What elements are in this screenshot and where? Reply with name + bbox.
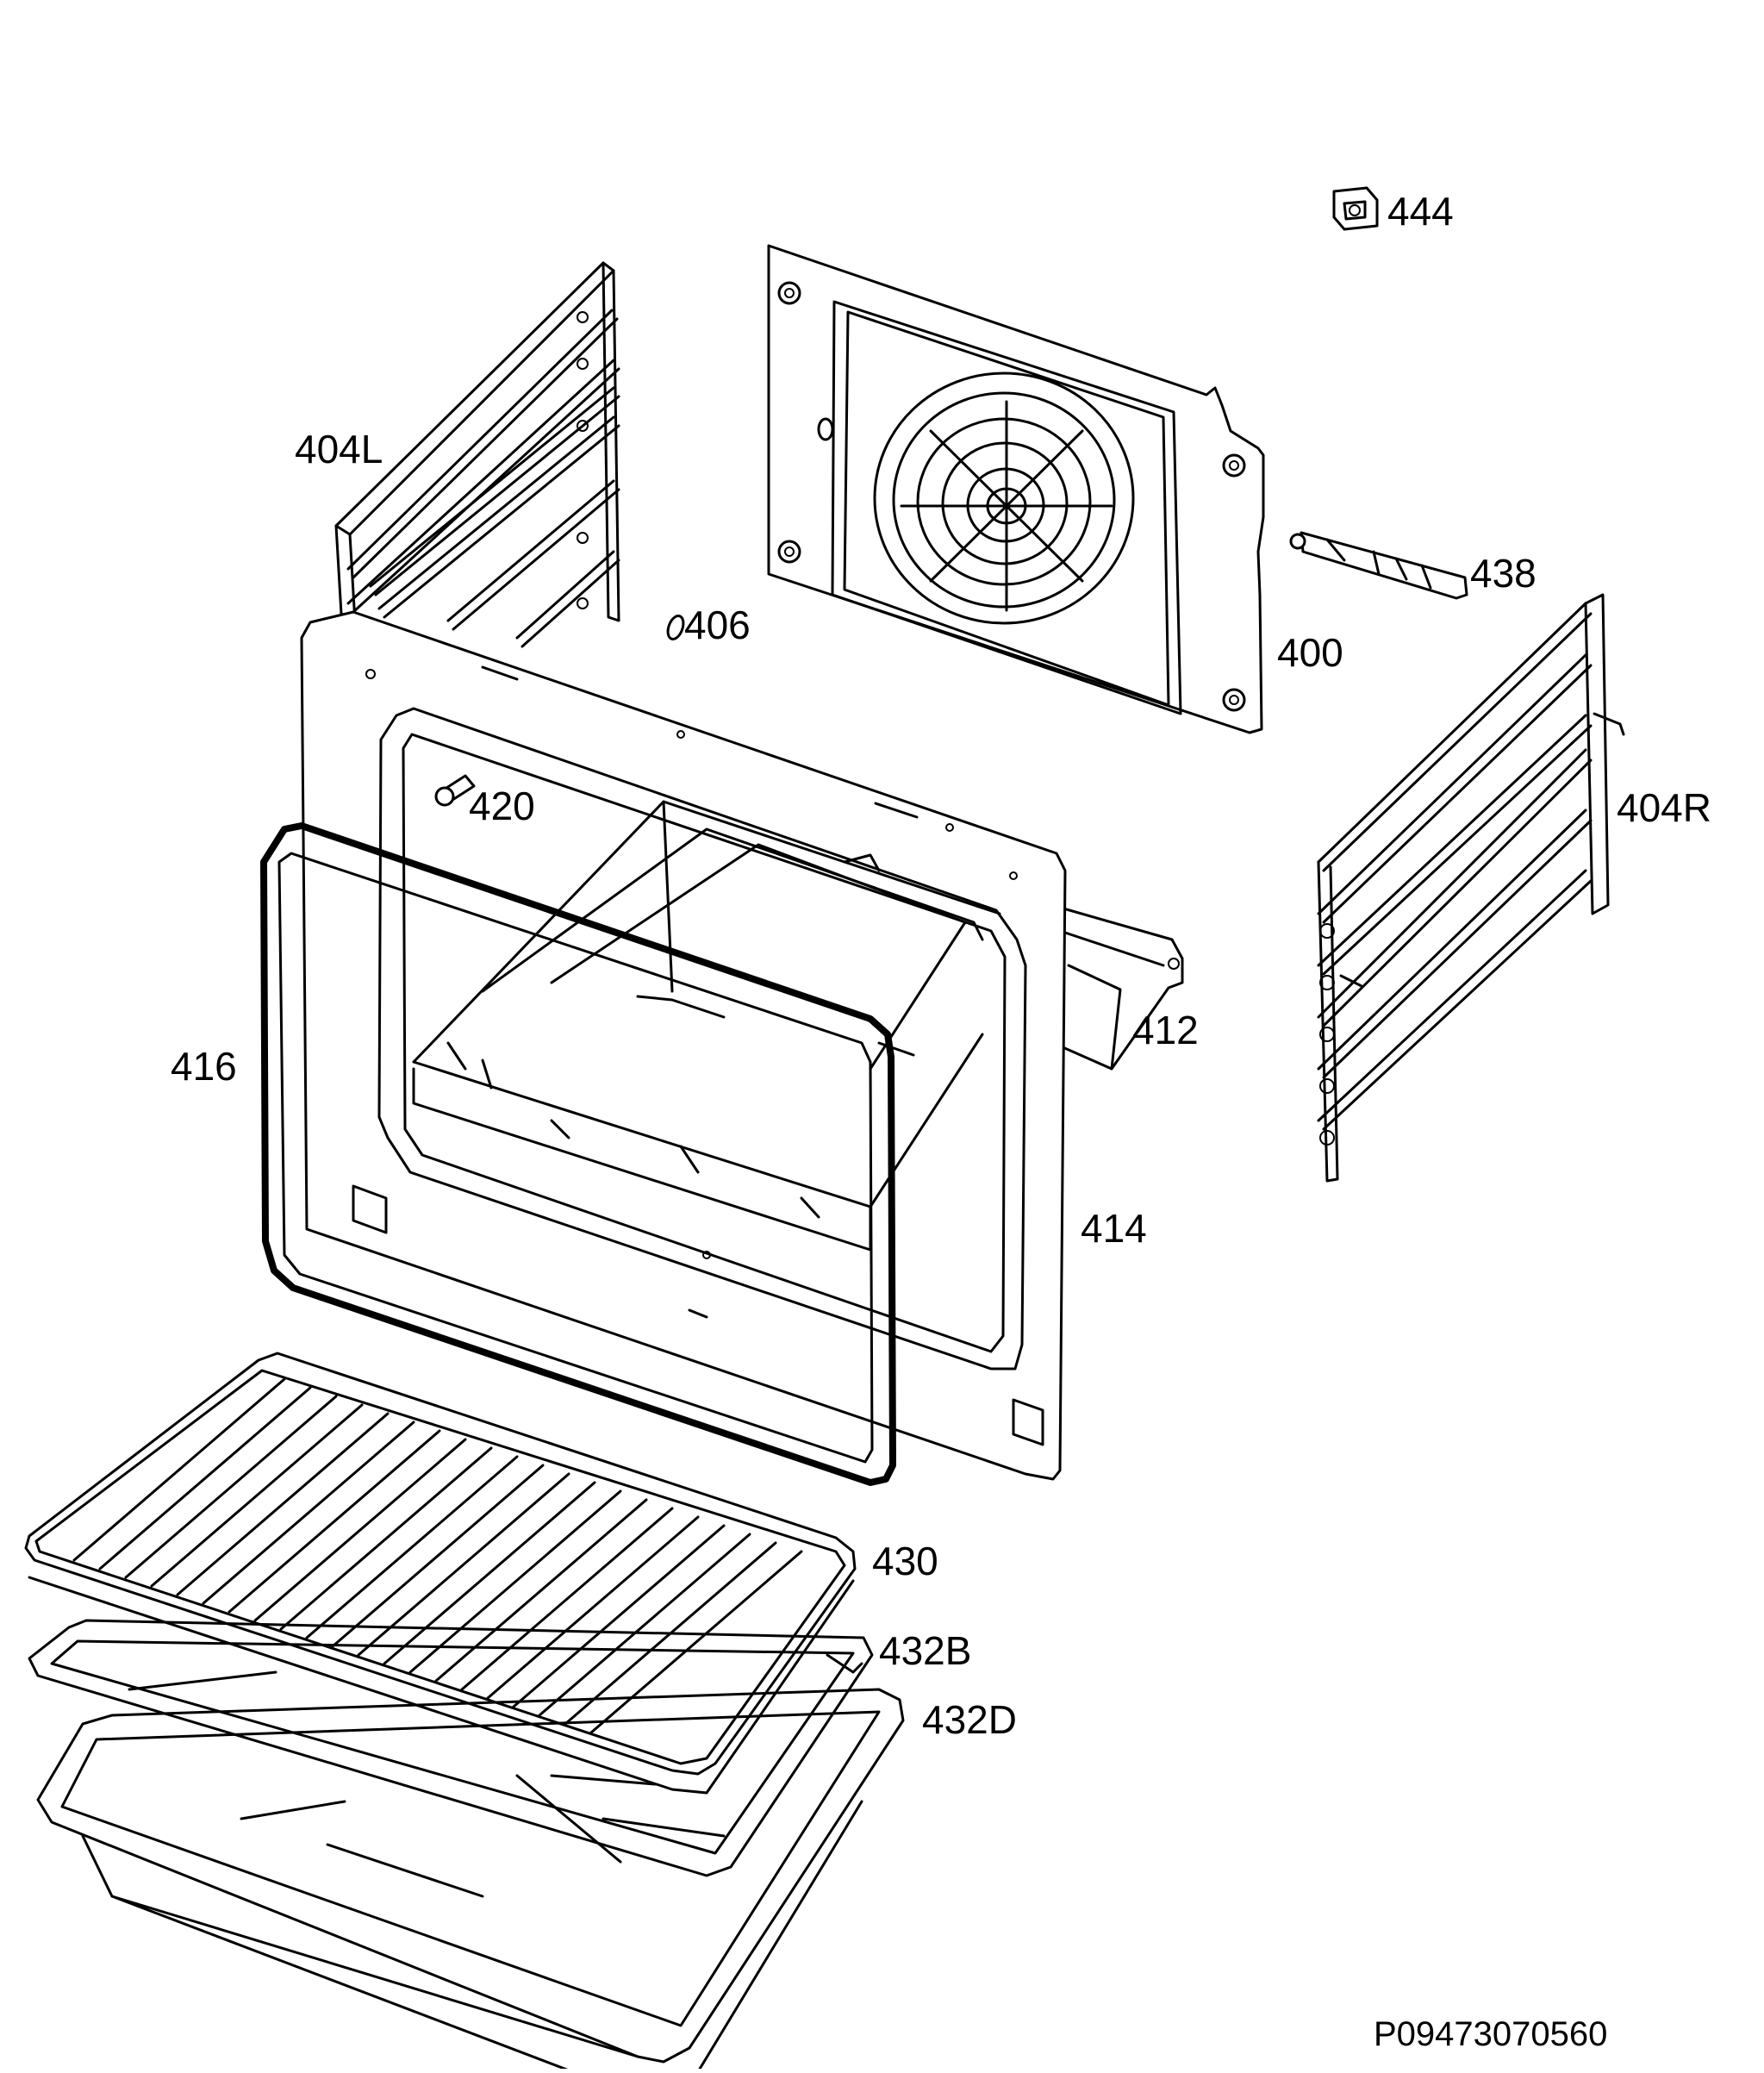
label-432B: 432B xyxy=(879,1628,972,1673)
label-412: 412 xyxy=(1132,1008,1199,1052)
part-432B-shallow-tray xyxy=(28,1619,874,1877)
reference-code: P09473070560 xyxy=(1374,2015,1608,2053)
label-444: 444 xyxy=(1387,189,1454,234)
label-430: 430 xyxy=(872,1539,938,1583)
part-444-clip xyxy=(1332,186,1379,231)
part-416-door-gasket xyxy=(260,822,896,1486)
label-400: 400 xyxy=(1277,630,1343,675)
part-438-bracket xyxy=(1289,531,1468,600)
label-420: 420 xyxy=(469,784,535,828)
label-404L: 404L xyxy=(295,427,383,471)
label-416: 416 xyxy=(171,1044,237,1089)
part-404R-right-runner xyxy=(1317,593,1625,1183)
label-432D: 432D xyxy=(922,1697,1017,1742)
part-404L-left-runner xyxy=(334,261,620,648)
part-406-nut xyxy=(666,615,685,640)
part-430-wire-shelf xyxy=(24,1352,857,1795)
label-438: 438 xyxy=(1470,551,1536,596)
label-404R: 404R xyxy=(1617,785,1711,830)
part-432D-deep-tray xyxy=(36,1688,905,2073)
part-420-screw xyxy=(434,774,476,807)
label-406: 406 xyxy=(684,603,751,647)
part-414-front-frame xyxy=(300,610,1067,1481)
part-400-back-panel xyxy=(767,244,1265,734)
label-414: 414 xyxy=(1081,1206,1147,1251)
